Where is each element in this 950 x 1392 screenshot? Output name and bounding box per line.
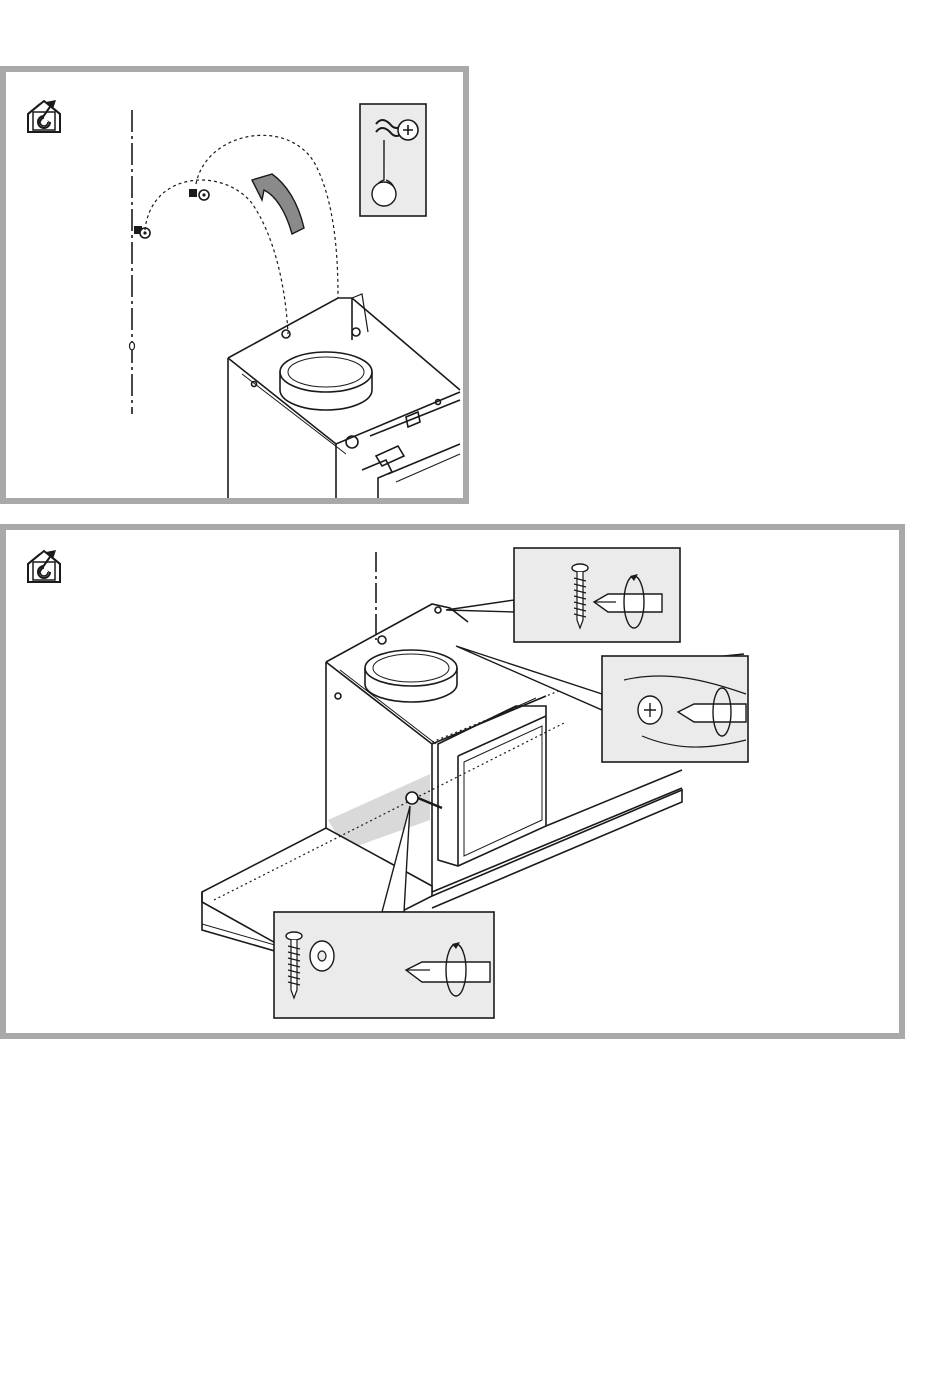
trajectory-left [145,180,288,334]
wall-screw-upper [189,189,209,200]
keyhole-detail-inset [360,104,426,216]
screwdriver-icon [406,962,490,982]
lift-arrow-icon [252,174,304,234]
illustration-panel-step-b [0,524,905,1039]
callout-screw-hole-detail [602,656,748,762]
trajectory-right [196,135,338,298]
wall-screw-lower [134,226,150,238]
extraction-mode-icon [26,548,62,584]
hood-fixing-screws-illustration [6,530,899,1033]
hood-chimney-body [228,294,460,498]
screwdriver-icon [594,594,662,612]
extraction-mode-icon [26,98,62,134]
callout-leader-top [446,600,514,612]
callout-screw-top-detail [514,548,680,642]
hood-mount-hanging-illustration [6,72,463,498]
illustration-panel-step-a [0,66,469,504]
callout-leader-middle [456,646,602,710]
callout-screw-washer-detail [274,912,494,1018]
wall-hole [130,342,135,350]
